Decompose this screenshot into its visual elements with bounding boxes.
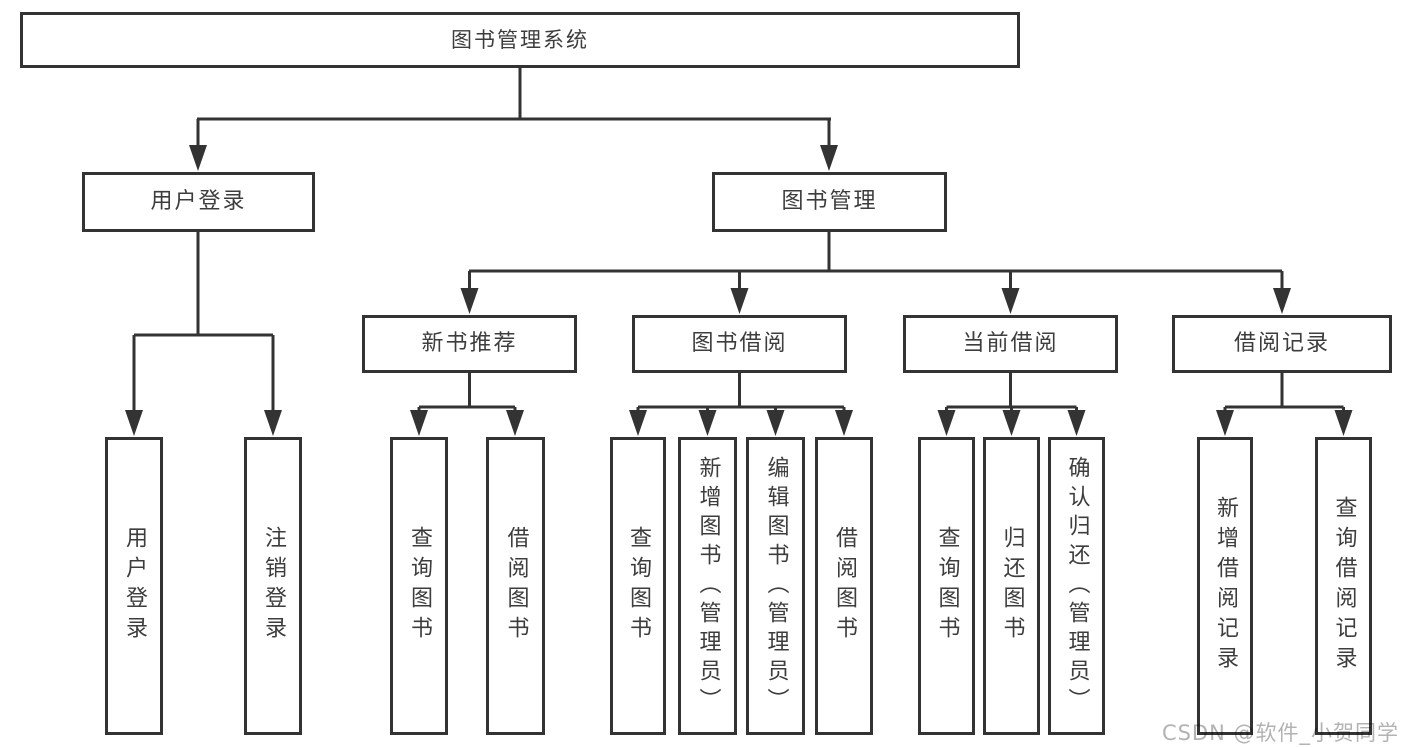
leaf-current-return-books: 归还图书 — [983, 437, 1040, 735]
connector-current-borrow-branch — [937, 373, 1086, 436]
leaf-user-login: 用户登录 — [105, 437, 163, 735]
connector-root-to-level2 — [189, 66, 838, 171]
csdn-watermark: CSDN @软件_小贺同学 — [1161, 721, 1399, 745]
connector-borrow-record-branch — [1216, 373, 1353, 436]
leaf-newbook-borrow-books: 借阅图书 — [486, 437, 545, 735]
leaf-newbook-query-books: 查询图书 — [390, 437, 448, 735]
leaf-logout: 注销登录 — [244, 437, 302, 735]
node-current-borrow: 当前借阅 — [903, 315, 1118, 373]
connector-book-management-branch — [460, 232, 1291, 314]
node-book-management-branch: 图书管理 — [712, 172, 947, 232]
leaf-record-query-borrow-record: 查询借阅记录 — [1315, 437, 1372, 735]
leaf-record-add-borrow-record: 新增借阅记录 — [1197, 437, 1253, 735]
node-new-book-recommend: 新书推荐 — [362, 315, 577, 373]
leaf-borrow-add-books-admin: 新增图书（管理员） — [678, 437, 737, 735]
connector-new-book-branch — [410, 373, 524, 436]
connector-user-login-branch — [125, 232, 282, 436]
leaf-borrow-edit-books-admin: 编辑图书（管理员） — [746, 437, 805, 735]
leaf-current-query-books: 查询图书 — [918, 437, 975, 735]
node-library-management-system: 图书管理系统 — [20, 12, 1020, 68]
node-book-borrow: 图书借阅 — [632, 315, 847, 373]
leaf-borrow-borrow-books: 借阅图书 — [815, 437, 873, 735]
node-borrow-record: 借阅记录 — [1172, 315, 1392, 373]
leaf-current-confirm-return-admin: 确认归还（管理员） — [1048, 437, 1105, 735]
connector-book-borrow-branch — [629, 373, 853, 436]
leaf-borrow-query-books: 查询图书 — [610, 437, 666, 735]
node-user-login-branch: 用户登录 — [82, 172, 315, 232]
